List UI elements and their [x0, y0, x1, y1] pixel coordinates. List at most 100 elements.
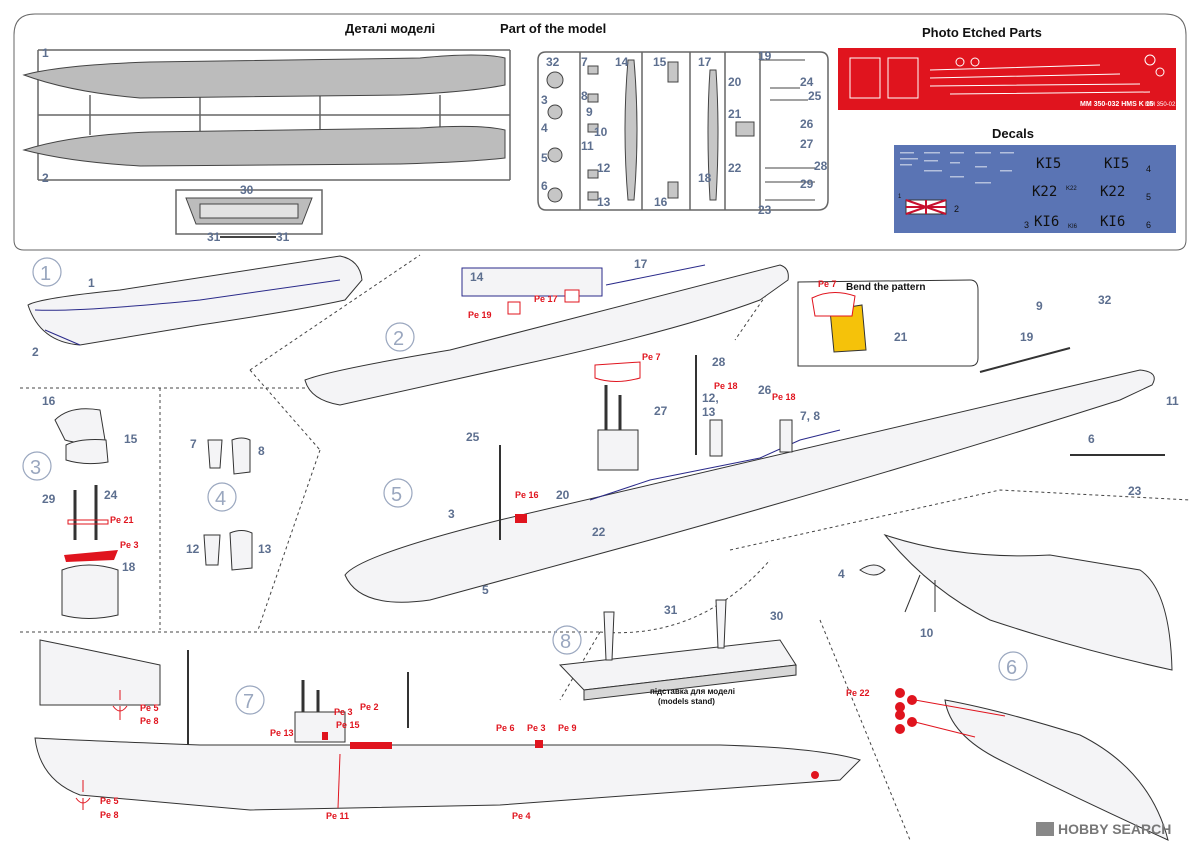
- part-31b-label: 31: [276, 230, 290, 244]
- s4-part-7: 7: [190, 437, 197, 451]
- watermark-text: HOBBY SEARCH: [1058, 821, 1171, 837]
- header-pe: Photo Etched Parts: [922, 25, 1042, 40]
- decal-ki6-a: KI6: [1034, 214, 1059, 230]
- step-7-assembly: Pe 5 Pe 8 Pe 5 Pe 8 Pe 13 Pe 3 Pe 15 Pe …: [34, 639, 861, 821]
- s5-part-3: 3: [448, 507, 455, 521]
- stand-label-ukr: підставка для моделі: [650, 687, 735, 696]
- sprue-part-8: 8: [581, 89, 588, 103]
- step-5-assembly: 25 28 27 12, 13 26 7, 8 3 20 22 5 9 32 1…: [344, 279, 1179, 603]
- decal-index-1: 1: [898, 194, 902, 200]
- step-6-number: 6: [1006, 657, 1017, 679]
- watermark: HOBBY SEARCH: [1036, 821, 1171, 837]
- s6-pe-22: Pe 22: [846, 688, 870, 698]
- sprue-part-14: 14: [615, 55, 629, 69]
- s2-part-14: 14: [470, 270, 484, 284]
- s5-part-13: 13: [702, 405, 716, 419]
- s3-part-16: 16: [42, 394, 56, 408]
- sprue-part-23: 23: [758, 203, 772, 217]
- decal-index-5: 5: [1146, 192, 1151, 202]
- sprue-part-13: 13: [597, 195, 611, 209]
- sprue-part-10: 10: [594, 125, 608, 139]
- s5-part-12: 12,: [702, 391, 719, 405]
- step-6-circle: [998, 651, 1028, 681]
- s5-part-11: 11: [1166, 394, 1179, 408]
- step-3-assembly: 16 15 29 24 18 Pe 21 Pe 3: [42, 394, 139, 619]
- s7-pe-13: Pe 13: [270, 728, 294, 738]
- step-8-circle: [552, 625, 582, 655]
- s7-pe-2: Pe 2: [360, 702, 379, 712]
- decal-index-2: 2: [954, 204, 959, 214]
- part-30-label: 30: [240, 183, 254, 197]
- step-1-number: 1: [40, 263, 51, 285]
- decal-k22-a: K22: [1032, 184, 1057, 200]
- decal-sheet: 1 2 3 4 5 6 KI5 KI5 K22 K22 KI6 KI6 K22 …: [894, 145, 1176, 233]
- step-8-assembly: 31 30 підставка для моделі (models stand…: [558, 599, 797, 706]
- s1-part-1: 1: [88, 276, 95, 290]
- sprue-part-12: 12: [597, 161, 611, 175]
- s5-pe-18b: Pe 18: [772, 392, 796, 402]
- s2-part-17: 17: [634, 257, 648, 271]
- step-2-assembly: 14 17 Pe 19 Pe 17: [304, 257, 789, 406]
- s5-part-20: 20: [556, 488, 570, 502]
- header-eng: Part of the model: [500, 21, 606, 36]
- s3-part-18: 18: [122, 560, 136, 574]
- sprue-part-21: 21: [728, 107, 742, 121]
- s5-part-7-8: 7, 8: [800, 409, 820, 423]
- s6-part-4: 4: [838, 567, 845, 581]
- sprue-part-11: 11: [581, 139, 594, 153]
- stand-sprue: 30 31 31: [175, 183, 323, 244]
- s7-pe-6: Pe 6: [496, 723, 515, 733]
- s4-part-12: 12: [186, 542, 200, 556]
- sprue-part-16: 16: [654, 195, 668, 209]
- s7-pe-8a: Pe 8: [140, 716, 159, 726]
- decal-k22-b: K22: [1100, 184, 1125, 200]
- sprue-part-25: 25: [808, 89, 822, 103]
- sprue-part-26: 26: [800, 117, 814, 131]
- stand-label-eng: (models stand): [658, 697, 715, 706]
- decal-ki5-b: KI5: [1104, 156, 1129, 172]
- s5-pe-16: Pe 16: [515, 490, 539, 500]
- s5-part-22: 22: [592, 525, 606, 539]
- s5-pe-18a: Pe 18: [714, 381, 738, 391]
- bend-label: Bend the pattern: [846, 282, 925, 293]
- s6-part-10: 10: [920, 626, 934, 640]
- step-5-circle: [383, 478, 413, 508]
- decal-ki5-a: KI5: [1036, 156, 1061, 172]
- s4-part-13: 13: [258, 542, 272, 556]
- step-4-number: 4: [215, 488, 226, 510]
- step-dividers: [20, 254, 1191, 841]
- s5-part-32: 32: [1098, 293, 1112, 307]
- s5-part-23: 23: [1128, 484, 1142, 498]
- part-31a-label: 31: [207, 230, 221, 244]
- pe-sheet-code: MM 350-032 HMS K 15: [1080, 101, 1154, 108]
- sprue-part-28: 28: [814, 159, 828, 173]
- s5-part-25: 25: [466, 430, 480, 444]
- s5-part-19: 19: [1020, 330, 1034, 344]
- sprue-part-3: 3: [541, 93, 548, 107]
- header-ukr: Деталі моделі: [345, 21, 435, 36]
- hull-half-2: [22, 125, 506, 167]
- s5-pe-7: Pe 7: [642, 352, 661, 362]
- pe-sheet: MM 350-032 HMS K 15 MM 350-021: [838, 48, 1179, 110]
- sprue-part-17: 17: [698, 55, 712, 69]
- sprue-part-15: 15: [653, 55, 667, 69]
- step-5-number: 5: [391, 484, 402, 506]
- s7-pe-5b: Pe 5: [100, 796, 119, 806]
- s3-pe-21: Pe 21: [110, 515, 134, 525]
- s7-pe-3b: Pe 3: [527, 723, 546, 733]
- step-7-number: 7: [243, 691, 254, 713]
- part-2-label: 2: [42, 171, 49, 185]
- step-circles: 1 2 3 4 5 6 7 8: [22, 257, 1028, 715]
- bend-pe-7: Pe 7: [818, 279, 837, 289]
- step-6-assembly: 4 10 Pe 22: [838, 533, 1173, 841]
- hull-sprue: 1 2: [22, 46, 511, 185]
- sprue-part-29: 29: [800, 177, 814, 191]
- s2-pe-17: Pe 17: [534, 294, 558, 304]
- step-3-number: 3: [30, 457, 41, 479]
- s8-part-31: 31: [664, 603, 678, 617]
- s7-pe-4: Pe 4: [512, 811, 531, 821]
- s5-part-6: 6: [1088, 432, 1095, 446]
